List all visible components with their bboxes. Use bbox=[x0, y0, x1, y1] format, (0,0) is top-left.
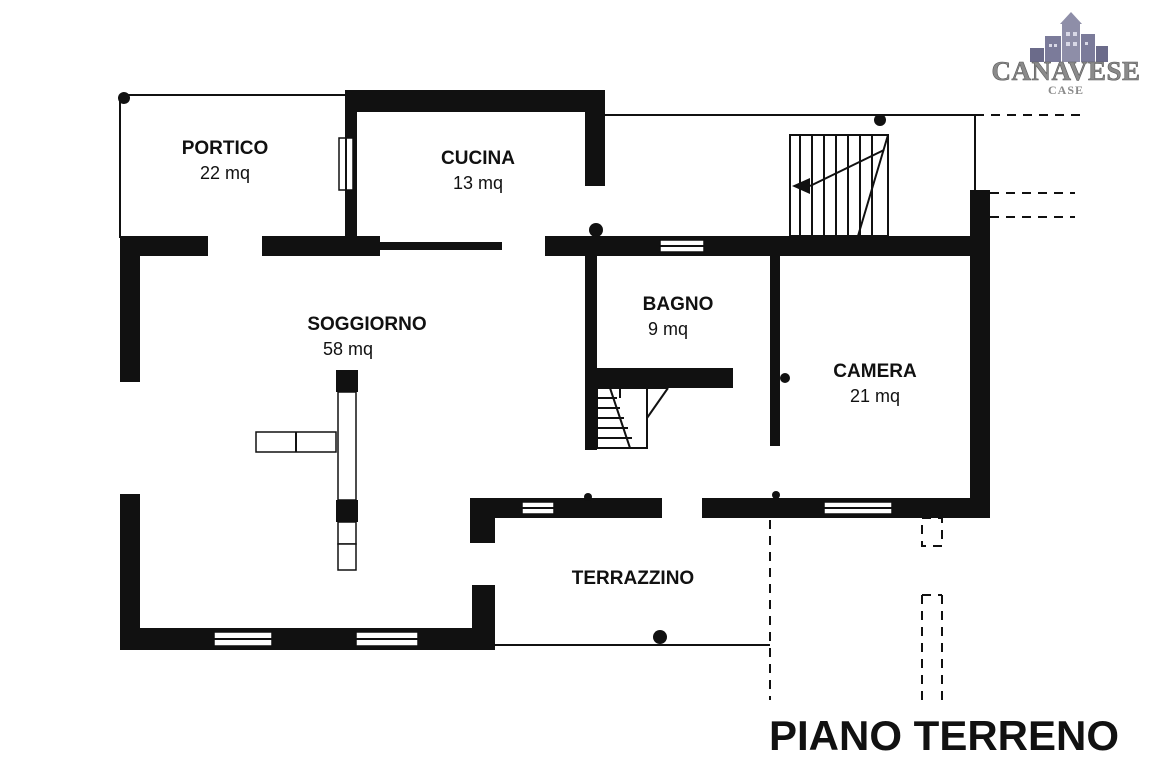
logo-name: CANAVESE bbox=[991, 56, 1140, 86]
logo-sub: CASE bbox=[1048, 83, 1084, 97]
outline-lines bbox=[119, 94, 1080, 700]
plan-title: PIANO TERRENO bbox=[769, 712, 1119, 759]
logo: CANAVESE CASE bbox=[991, 12, 1140, 97]
room-area: 21 mq bbox=[850, 386, 900, 406]
windows bbox=[213, 137, 893, 647]
fireplace bbox=[255, 391, 357, 571]
room-name: SOGGIORNO bbox=[307, 314, 426, 335]
stairs-lower bbox=[596, 387, 669, 449]
room-terrazzino: TERRAZZINO bbox=[572, 568, 694, 589]
room-cucina: CUCINA 13 mq bbox=[441, 148, 515, 193]
houses-logo-icon bbox=[1030, 12, 1108, 62]
stairs-upper bbox=[789, 134, 889, 237]
room-area: 22 mq bbox=[200, 163, 250, 183]
room-area: 13 mq bbox=[453, 173, 503, 193]
room-name: BAGNO bbox=[643, 294, 714, 315]
room-soggiorno: SOGGIORNO 58 mq bbox=[307, 314, 426, 359]
room-name: TERRAZZINO bbox=[572, 568, 694, 589]
room-area: 9 mq bbox=[648, 319, 688, 339]
room-bagno: BAGNO 9 mq bbox=[643, 294, 714, 339]
room-portico: PORTICO 22 mq bbox=[182, 138, 269, 183]
room-name: PORTICO bbox=[182, 138, 269, 159]
room-name: CAMERA bbox=[833, 361, 917, 382]
room-name: CUCINA bbox=[441, 148, 515, 169]
room-camera: CAMERA 21 mq bbox=[833, 361, 917, 406]
room-area: 58 mq bbox=[323, 339, 373, 359]
